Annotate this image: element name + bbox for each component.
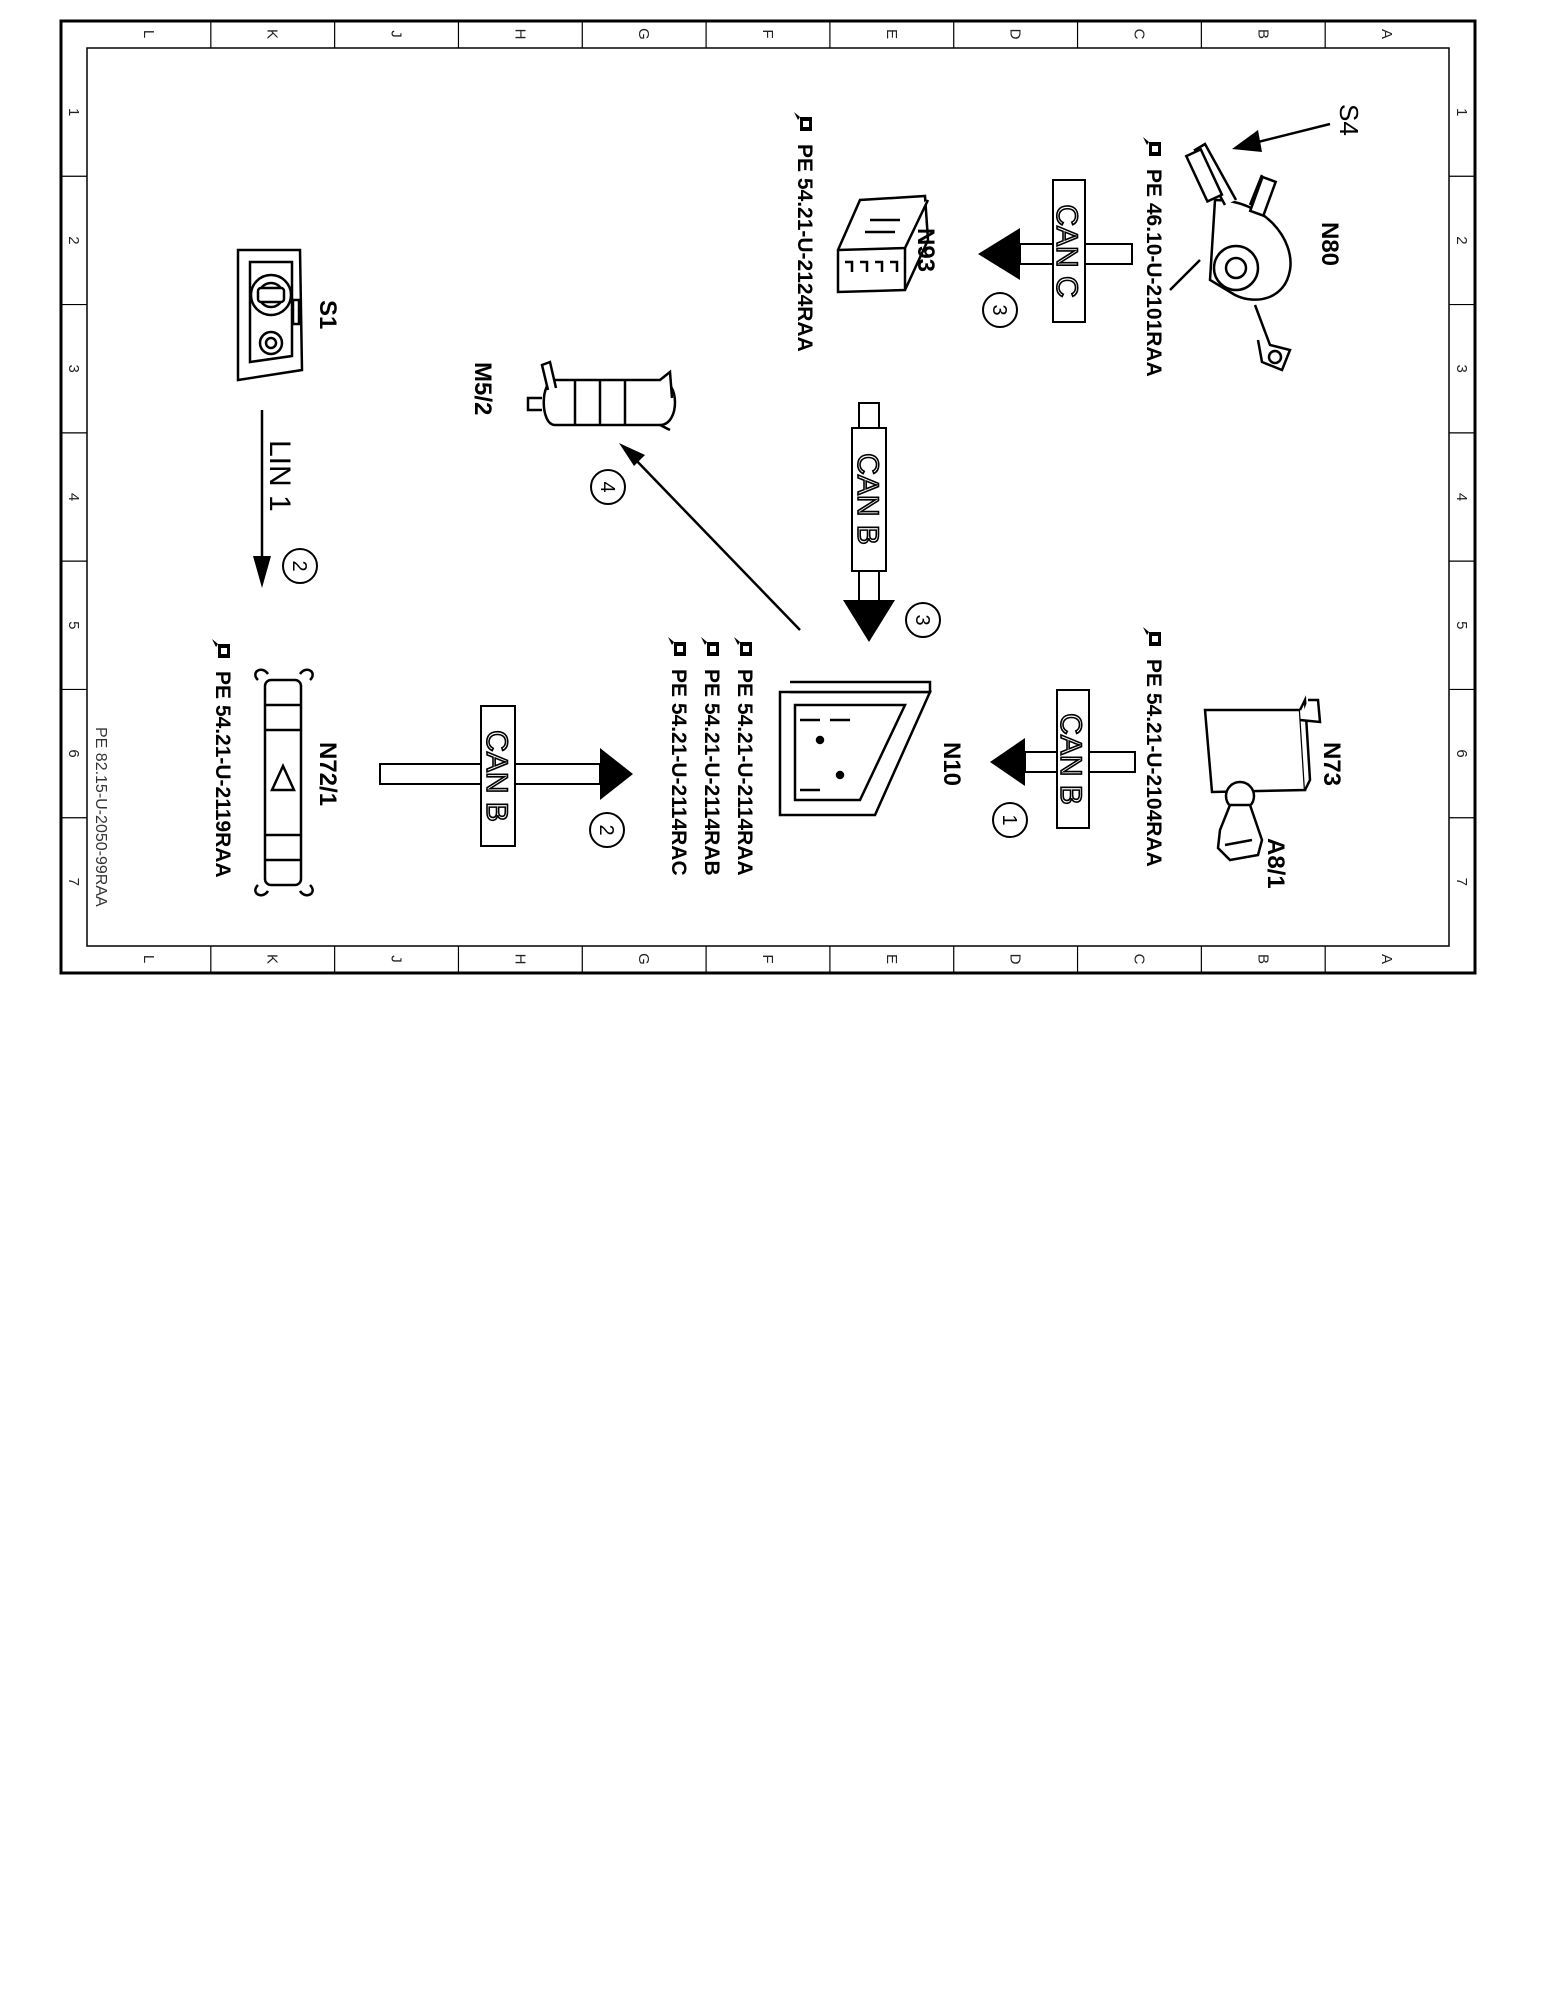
n10-ref-2: PE 54.21-U-2114RAB bbox=[700, 669, 723, 876]
n10-ref-1: PE 54.21-U-2114RAA bbox=[733, 669, 756, 876]
m52-label: M5/2 bbox=[469, 362, 496, 415]
n73-ref-icon bbox=[1143, 627, 1161, 646]
can-b-connector-n93: CAN B 3 bbox=[843, 402, 941, 642]
n93-label: N93 bbox=[912, 228, 939, 272]
n10-component-icon bbox=[778, 680, 932, 817]
n73-ref: PE 54.21-U-2104RAA bbox=[1142, 659, 1165, 867]
a81-label: A8/1 bbox=[1262, 838, 1289, 889]
n10-ref-3: PE 54.21-U-2114RAC bbox=[667, 669, 690, 876]
step-1-marker: 1 bbox=[998, 814, 1020, 825]
n721-ref: PE 54.21-U-2119RAA bbox=[211, 671, 234, 878]
n93-ref: PE 54.21-U-2124RAA bbox=[793, 144, 816, 352]
step-4-marker: 4 bbox=[596, 481, 618, 492]
border-grid bbox=[61, 21, 1475, 973]
n10-to-m52-connector: 4 bbox=[590, 443, 801, 631]
s1-label: S1 bbox=[314, 300, 341, 329]
row-label-left: 1 bbox=[65, 108, 82, 116]
row-label-left: 4 bbox=[65, 493, 82, 501]
s4-label: S4 bbox=[1334, 104, 1364, 136]
n10-ref-icon-1 bbox=[734, 637, 752, 656]
lin-1-bus-label: LIN 1 bbox=[263, 440, 296, 512]
column-label-top: B bbox=[1254, 29, 1271, 39]
column-label-top: G bbox=[635, 28, 652, 40]
column-label-top: J bbox=[388, 30, 405, 38]
can-c-connector: CAN C 3 bbox=[978, 179, 1133, 328]
n93-component-icon bbox=[836, 194, 930, 294]
column-label-top: D bbox=[1007, 29, 1024, 40]
column-label-bottom: K bbox=[264, 954, 281, 964]
a81-key-icon bbox=[1216, 803, 1264, 862]
step-2-marker-can-b: 2 bbox=[595, 824, 617, 835]
row-label-left: 7 bbox=[65, 878, 82, 886]
column-label-bottom: B bbox=[1254, 954, 1271, 964]
can-b-bus-label-n721: CAN B bbox=[480, 730, 513, 822]
column-label-bottom: F bbox=[759, 954, 776, 963]
border-row-labels: 1 1 2 2 3 3 4 4 5 5 6 6 7 7 bbox=[65, 108, 1470, 886]
column-label-top: L bbox=[140, 30, 157, 38]
row-label-left: 5 bbox=[65, 621, 82, 629]
n73-component-icon bbox=[1203, 695, 1322, 812]
column-label-bottom: L bbox=[140, 955, 157, 963]
step-2-marker-lin: 2 bbox=[288, 560, 310, 571]
row-label-right: 3 bbox=[1453, 365, 1470, 373]
can-b-connector-n73: CAN B 1 bbox=[990, 689, 1136, 838]
column-label-bottom: H bbox=[511, 954, 528, 965]
n80-ref: PE 46.10-U-2101RAA bbox=[1142, 169, 1165, 377]
can-b-connector-n721: CAN B 2 bbox=[379, 705, 633, 848]
s1-component-icon bbox=[236, 248, 304, 382]
row-label-right: 1 bbox=[1453, 108, 1470, 116]
column-label-bottom: G bbox=[635, 953, 652, 965]
can-c-bus-label: CAN C bbox=[1050, 204, 1083, 297]
n10-label: N10 bbox=[938, 742, 965, 786]
row-label-left: 2 bbox=[65, 236, 82, 244]
outer-frame bbox=[59, 19, 1477, 975]
border-column-labels: L L K K J J H H G G F F E E D D C C B B A A bbox=[140, 28, 1395, 965]
step-3-marker-can-b: 3 bbox=[911, 614, 933, 625]
column-label-bottom: A bbox=[1378, 954, 1395, 964]
n80-label: N80 bbox=[1316, 222, 1343, 266]
n721-ref-icon bbox=[212, 639, 230, 658]
n73-label: N73 bbox=[1318, 742, 1345, 786]
n80-component-icon bbox=[1169, 142, 1292, 372]
row-label-right: 5 bbox=[1453, 621, 1470, 629]
column-label-top: E bbox=[883, 29, 900, 39]
column-label-bottom: E bbox=[883, 954, 900, 964]
n10-ref-icon-2 bbox=[701, 637, 719, 656]
column-label-top: A bbox=[1378, 29, 1395, 39]
n721-label: N72/1 bbox=[314, 742, 341, 806]
row-label-right: 4 bbox=[1453, 493, 1470, 501]
column-label-top: C bbox=[1130, 29, 1147, 40]
row-label-right: 7 bbox=[1453, 878, 1470, 886]
column-label-bottom: J bbox=[388, 955, 405, 963]
row-label-right: 2 bbox=[1453, 236, 1470, 244]
s4-pointer-arrowhead bbox=[1232, 130, 1262, 152]
can-b-bus-label-n93: CAN B bbox=[851, 453, 884, 545]
column-label-top: F bbox=[759, 29, 776, 38]
m52-component-icon bbox=[526, 360, 677, 432]
row-label-left: 3 bbox=[65, 365, 82, 373]
n721-component-icon bbox=[254, 668, 314, 897]
drawing-number: PE 82.15-U-2050-99RAA bbox=[92, 727, 109, 907]
lin-1-connector: LIN 1 2 bbox=[253, 410, 318, 588]
n10-ref-icon-3 bbox=[668, 637, 686, 656]
column-label-bottom: C bbox=[1130, 954, 1147, 965]
column-label-top: H bbox=[511, 29, 528, 40]
step-3-marker-can-c: 3 bbox=[988, 304, 1010, 315]
row-label-right: 6 bbox=[1453, 749, 1470, 757]
column-label-bottom: D bbox=[1007, 954, 1024, 965]
column-label-top: K bbox=[264, 29, 281, 39]
n80-ref-icon bbox=[1143, 137, 1161, 156]
can-b-bus-label-n73: CAN B bbox=[1054, 713, 1087, 805]
n93-ref-icon bbox=[794, 112, 812, 131]
row-label-left: 6 bbox=[65, 749, 82, 757]
inner-frame bbox=[86, 47, 1450, 947]
